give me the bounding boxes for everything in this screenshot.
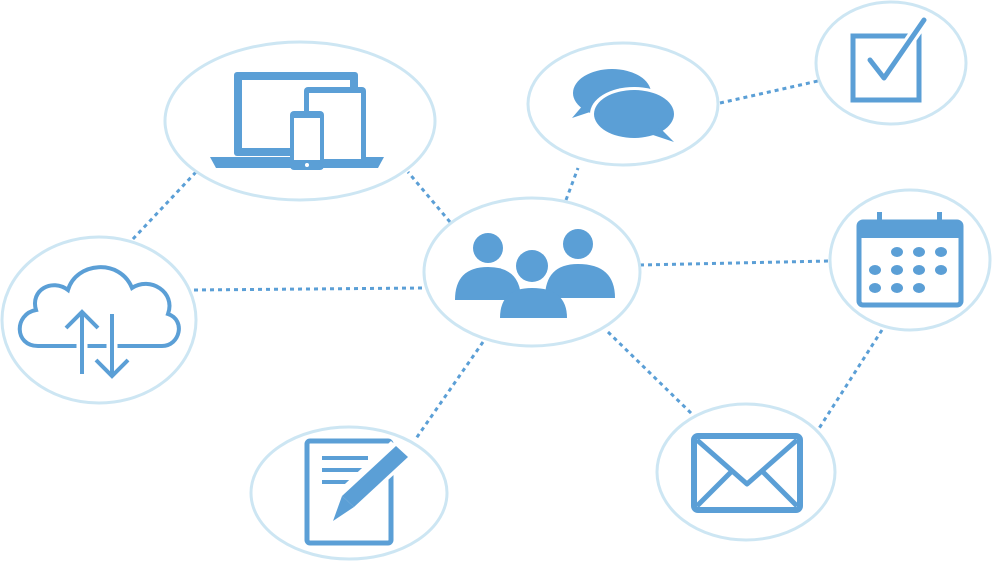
- node-email-ring: [655, 402, 837, 542]
- chat-bubbles-icon: [572, 69, 678, 142]
- connector-calendar-email: [816, 329, 884, 431]
- node-devices: [163, 40, 437, 202]
- document-edit-icon: [304, 438, 411, 546]
- envelope-icon: [691, 433, 803, 513]
- connector-team-email: [606, 330, 696, 418]
- connector-chat-task: [719, 79, 819, 105]
- node-chat: [526, 41, 720, 167]
- node-email: [655, 402, 837, 542]
- node-calendar: [828, 188, 992, 332]
- connectors: [130, 79, 884, 441]
- node-calendar-ring: [828, 188, 992, 332]
- connector-team-chat: [564, 167, 580, 201]
- node-task: [814, 0, 968, 126]
- node-team: [422, 196, 642, 348]
- calendar-icon: [856, 212, 964, 308]
- checkbox-checked-icon: [850, 14, 930, 103]
- connector-team-calendar: [639, 259, 831, 267]
- connector-team-cloud: [191, 286, 423, 292]
- connector-devices-cloud: [130, 170, 198, 242]
- connector-team-devices: [406, 171, 452, 223]
- node-cloud: [0, 235, 198, 405]
- people-group-icon: [455, 229, 615, 318]
- node-cloud-ring: [0, 235, 198, 405]
- node-document: [249, 425, 449, 561]
- devices-icon: [210, 72, 384, 170]
- connector-team-document: [413, 341, 485, 441]
- cloud-sync-icon: [17, 265, 181, 379]
